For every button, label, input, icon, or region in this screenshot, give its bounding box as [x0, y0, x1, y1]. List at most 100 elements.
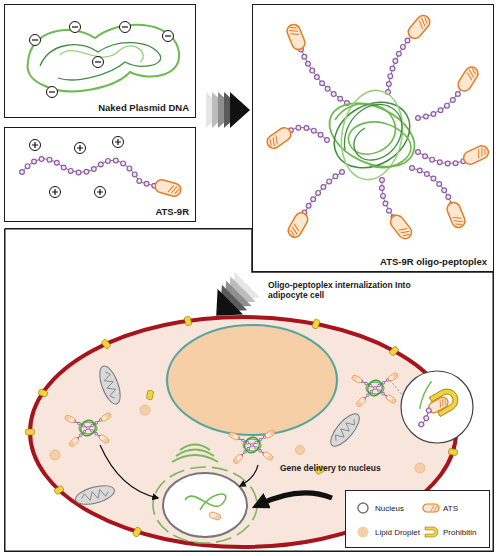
- peptoplex-in-cell: [64, 372, 399, 464]
- nucleus-part: [209, 511, 222, 520]
- negative-charge-part: [30, 35, 41, 46]
- negative-charge: [30, 22, 174, 98]
- peptoplex-core-part: [344, 104, 401, 160]
- negative-charge-part: [120, 22, 131, 33]
- ats-peptide-part: [461, 144, 490, 167]
- legend-label: Nucleus: [375, 504, 404, 513]
- zoom-inset-part: [401, 371, 473, 443]
- delivery-arrow-part: [258, 493, 332, 505]
- negative-charge-part: [70, 22, 81, 33]
- ats-peptide-part: [154, 178, 182, 197]
- lipid-droplet-part: [50, 450, 60, 460]
- zoom-inset-part: [402, 374, 462, 429]
- lipid-droplet-part: [140, 405, 150, 415]
- prohibitin-part: [448, 448, 458, 455]
- lipid-droplet: [50, 325, 425, 473]
- panel-box: ATS-9R oligo-peptoplex: [252, 4, 494, 272]
- mitochondrion-part: [96, 363, 125, 406]
- golgi-part: [180, 445, 210, 451]
- peptoplex-in-cell-part: [351, 372, 399, 407]
- panel-label: Naked Plasmid DNA: [98, 102, 189, 113]
- panel-box: Naked Plasmid DNA: [4, 4, 196, 118]
- peptoplex-core-part: [322, 89, 421, 181]
- zoom-inset-part: [414, 411, 433, 427]
- prohibitin-part: [26, 429, 35, 435]
- step-label: Gene delivery to nucleus: [280, 463, 381, 473]
- merge-arrow-part: [206, 92, 250, 128]
- peptoplex-core-part: [335, 85, 410, 184]
- prohibitin-part: [184, 316, 192, 326]
- ats-peptide-part: [286, 210, 310, 239]
- panel-box: ATS-9R: [4, 127, 196, 222]
- legend-swatch: [354, 501, 372, 515]
- positive-charge-part: [75, 143, 86, 154]
- ats-peptide-part: [445, 201, 467, 230]
- lipid-droplet-part: [167, 325, 337, 435]
- droplet-sample: [358, 527, 369, 538]
- prohibitin-part: [146, 390, 153, 400]
- golgi: [172, 445, 218, 463]
- delivery-arrow: [100, 445, 332, 505]
- nucleus-part: [163, 473, 247, 537]
- delivery-arrow-part: [100, 445, 158, 498]
- ats-peptide-part: [406, 13, 433, 41]
- lipid-droplet-part: [415, 463, 425, 473]
- mitochondrion-part: [326, 410, 364, 451]
- ats-sample: [423, 504, 439, 512]
- mitochondrion-part: [74, 482, 117, 508]
- legend-item: Nucleus: [354, 501, 404, 515]
- prohibitin: [26, 316, 458, 538]
- step-label: Oligo-peptoplex internalization Into adi…: [268, 280, 418, 300]
- golgi-part: [176, 450, 214, 457]
- lipid-droplet-part: [296, 446, 305, 455]
- legend-box: Nucleus ATS Lipid Droplet Prohibitin: [345, 490, 490, 548]
- ats-peptide: [265, 13, 491, 241]
- prohibitin-part: [38, 389, 49, 398]
- nucleus-sample: [358, 503, 368, 513]
- peptoplex-in-cell-part: [228, 429, 276, 464]
- positive-charge-part: [50, 187, 61, 198]
- zoom-inset: [390, 371, 473, 443]
- prohibitin-part: [101, 339, 111, 350]
- ats-peptide-part: [388, 213, 414, 241]
- peptoplex-in-cell-part: [64, 412, 112, 447]
- legend-item: Lipid Droplet: [354, 525, 420, 539]
- peptoplex-core: [319, 85, 424, 184]
- legend-swatch: [422, 501, 440, 515]
- prohibitin-part: [54, 485, 65, 495]
- positive-charge-part: [30, 140, 41, 151]
- ats-peptide-part: [456, 65, 481, 94]
- positive-charge: [30, 137, 124, 198]
- positive-charge-part: [113, 137, 124, 148]
- legend-item: ATS: [422, 501, 458, 515]
- plasmid-dna-part: [28, 25, 180, 92]
- negative-charge-part: [47, 87, 58, 98]
- panel-label: ATS-9R: [155, 206, 189, 217]
- delivery-arrow-part: [240, 465, 258, 486]
- legend-swatch: [422, 525, 440, 539]
- ats-peptide-part: [265, 125, 294, 151]
- legend-label: Lipid Droplet: [375, 528, 420, 537]
- zoom-inset-part: [414, 411, 433, 427]
- nucleus: [163, 473, 247, 537]
- plasmid-dna: [28, 25, 180, 92]
- ats-peptide-part: [285, 23, 307, 52]
- endoplasmic-reticulum-part: [153, 467, 257, 543]
- positive-charge-part: [95, 187, 106, 198]
- ats-hatch: [431, 505, 437, 511]
- negative-charge-part: [93, 57, 104, 68]
- legend-item: Prohibitin: [422, 525, 476, 539]
- legend-label: ATS: [443, 504, 458, 513]
- prohibitin-part: [389, 346, 400, 357]
- panel-label: ATS-9R oligo-peptoplex: [380, 256, 487, 267]
- zoom-inset-part: [390, 380, 402, 395]
- prohibitin-part: [132, 527, 142, 538]
- legend-swatch: [354, 525, 372, 539]
- ats-peptide: [154, 178, 182, 197]
- panel-border: [5, 229, 494, 552]
- legend-label: Prohibitin: [443, 528, 476, 537]
- golgi-part: [172, 455, 218, 462]
- peptoplex-core-part: [335, 104, 411, 168]
